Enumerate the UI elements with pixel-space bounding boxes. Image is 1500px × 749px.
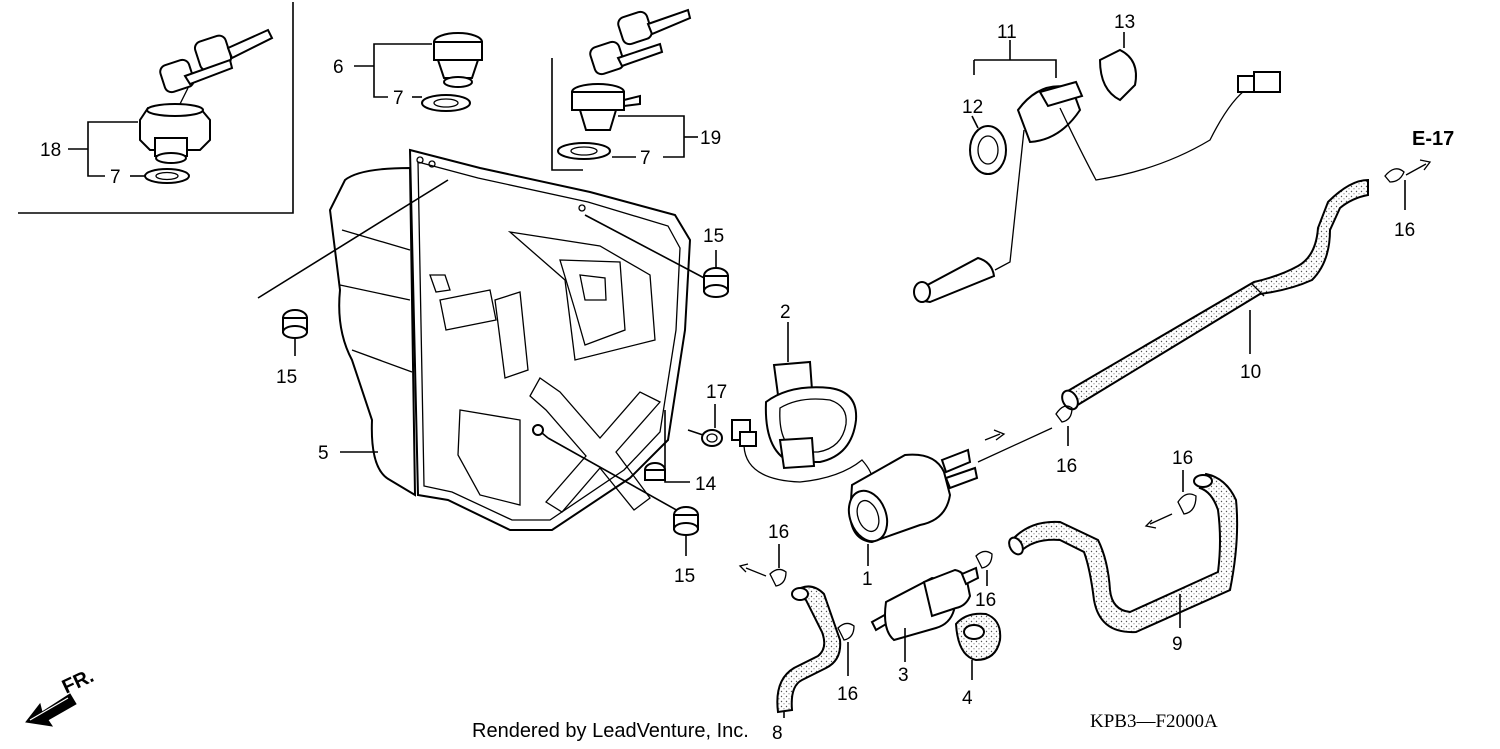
callout-19: 19: [700, 128, 721, 149]
washer-icon: [144, 168, 190, 184]
callout-17: 17: [706, 382, 727, 403]
fuel-cap-group: 6 7: [333, 32, 483, 112]
callout-15-c: 15: [674, 566, 695, 587]
clip-16-top: 16 E-17: [1384, 128, 1454, 241]
callout-7-c: 7: [640, 148, 651, 169]
callout-13: 13: [1114, 12, 1135, 33]
nut-14: 14: [644, 410, 717, 495]
callout-16-e: 16: [768, 522, 789, 543]
clip-16-filter: 16: [975, 550, 996, 611]
callout-4: 4: [962, 688, 973, 709]
callout-16-c: 16: [1172, 448, 1193, 469]
fuel-hose-10: 10: [1061, 178, 1369, 411]
callout-7-a: 7: [110, 167, 121, 188]
fuel-tank: 5: [318, 148, 692, 531]
clip-16-hose8-bottom: 16: [837, 622, 858, 705]
fuel-filter: 3: [870, 566, 980, 686]
nut-15-left: 15: [257, 179, 449, 388]
callout-8: 8: [772, 723, 783, 744]
callout-16-d: 16: [975, 590, 996, 611]
filter-clamp: 4: [954, 612, 1002, 709]
bolt-17: 17: [687, 382, 727, 447]
clip-16-hose8-top: 16: [738, 522, 789, 587]
direction-label: FR.: [59, 665, 97, 699]
fuel-hose-9: 9: [1008, 472, 1239, 655]
callout-18: 18: [40, 140, 61, 161]
render-credit: Rendered by LeadVenture, Inc.: [472, 720, 749, 742]
callout-7-b: 7: [393, 88, 404, 109]
nut-15-bottom: 15: [547, 437, 699, 587]
washer-icon: [421, 94, 471, 112]
clip-16-mid: 16: [1055, 405, 1077, 477]
callout-10: 10: [1240, 362, 1261, 383]
callout-14: 14: [695, 474, 717, 495]
fuel-sender-unit: 11 12 13: [913, 12, 1281, 304]
ignition-key-icon: [159, 28, 274, 109]
callout-16-a: 16: [1394, 220, 1415, 241]
front-direction-arrow: FR.: [25, 665, 97, 727]
callout-1: 1: [862, 569, 873, 590]
key-set-inset: 18 7: [18, 2, 294, 214]
callout-15-a: 15: [276, 367, 297, 388]
callout-16-b: 16: [1056, 456, 1077, 477]
callout-5: 5: [318, 443, 329, 464]
fuel-hose-8: 8: [772, 585, 842, 744]
callout-12: 12: [962, 97, 983, 118]
key-set-inset-19: 19 7: [551, 8, 721, 171]
callout-11: 11: [997, 22, 1017, 43]
callout-9: 9: [1172, 634, 1183, 655]
ref-page-label: E-17: [1412, 128, 1454, 150]
washer-icon: [557, 142, 611, 160]
fuel-pump: 1: [731, 419, 1053, 590]
callout-3: 3: [898, 665, 909, 686]
fuel-pump-bracket: 2: [764, 302, 858, 470]
diagram-code: KPB3—F2000A: [1090, 711, 1218, 732]
nut-15-top: 15: [584, 214, 729, 298]
callout-16-f: 16: [837, 684, 858, 705]
callout-2: 2: [780, 302, 791, 323]
lock-cylinder-icon: [139, 103, 211, 164]
callout-6: 6: [333, 57, 344, 78]
callout-15-b: 15: [703, 226, 724, 247]
clip-16-right: 16: [1144, 448, 1197, 529]
